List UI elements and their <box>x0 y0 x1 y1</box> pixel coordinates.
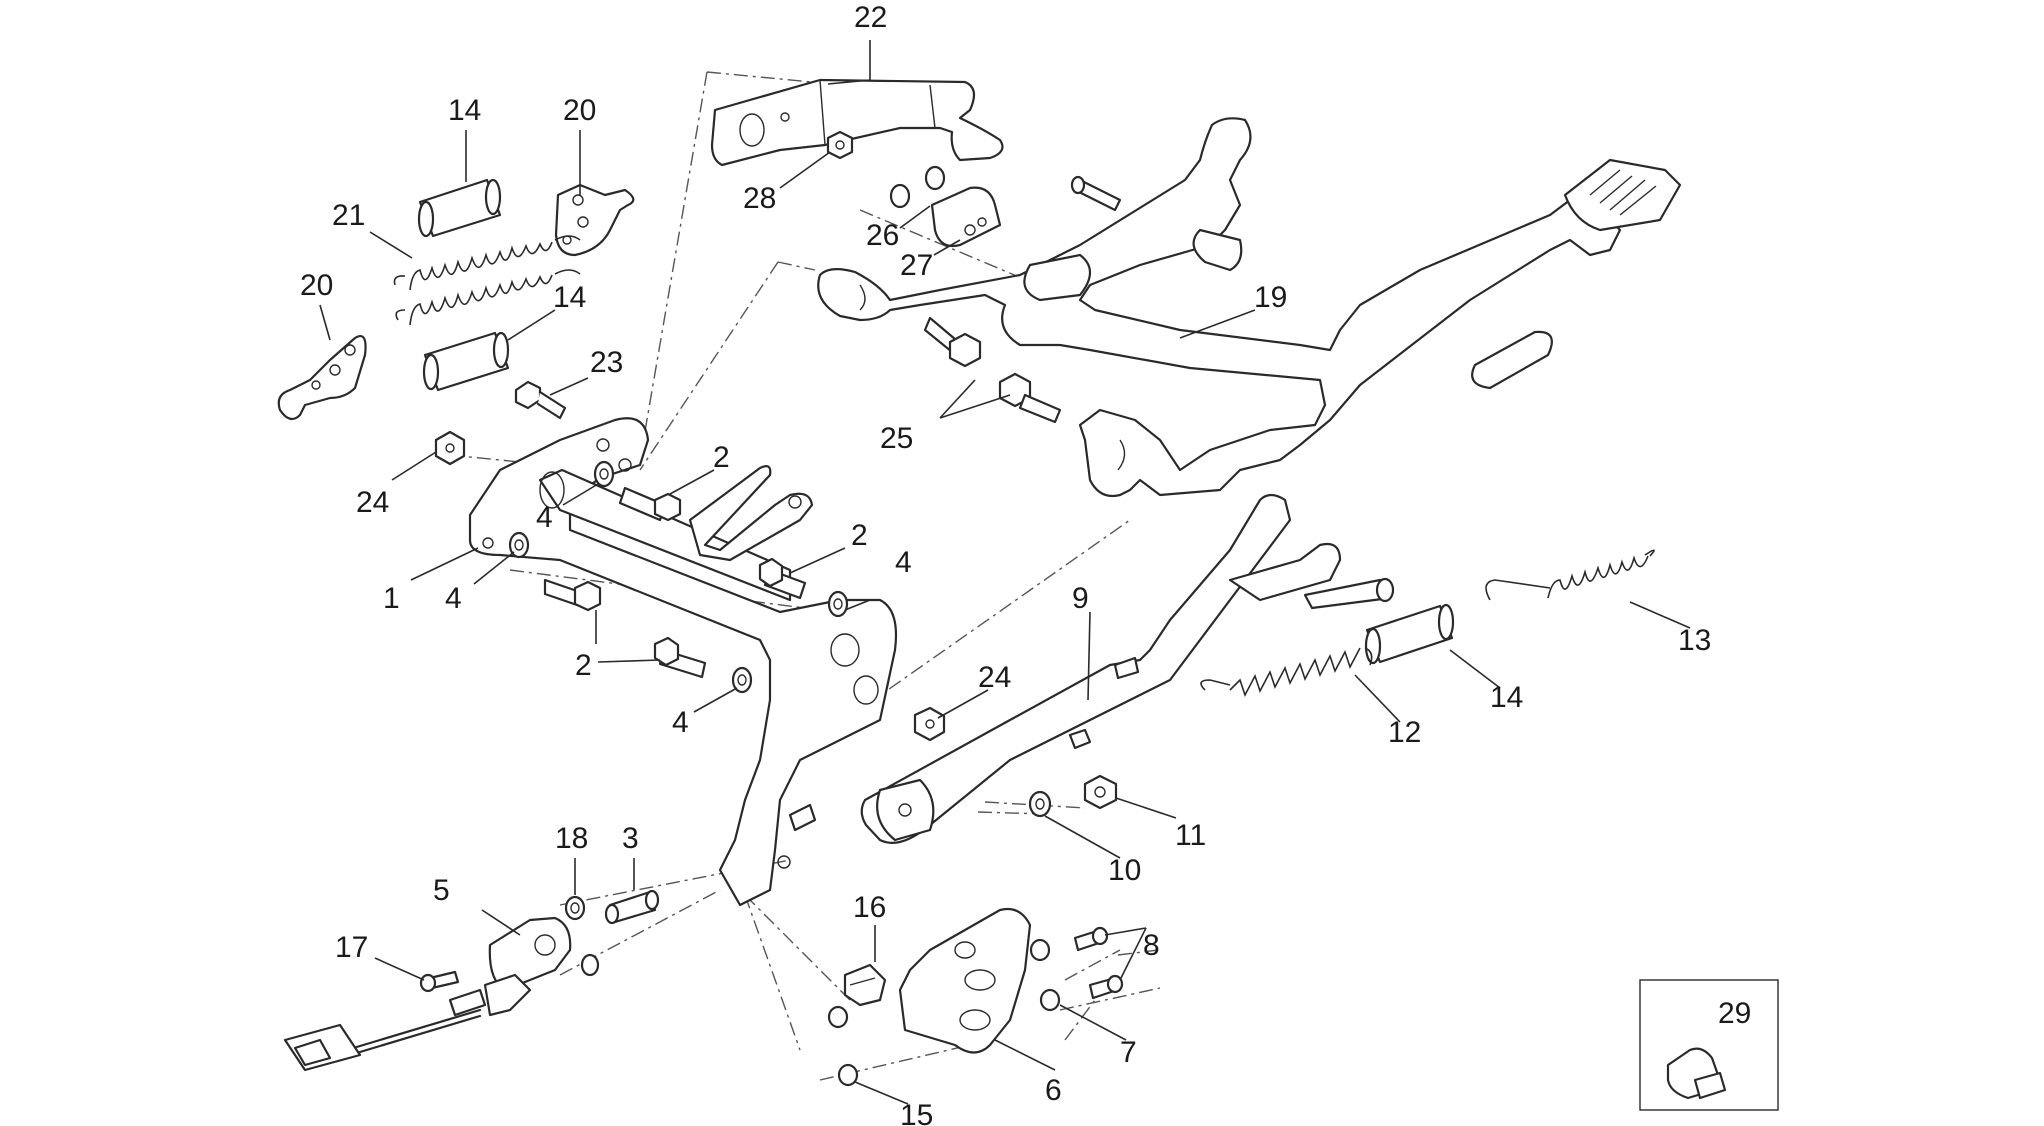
bolt-25-left <box>923 316 982 368</box>
callout-22: 22 <box>854 1 887 34</box>
bolt-2-lower-left <box>543 578 602 612</box>
cover-guard-6 <box>898 907 1032 1054</box>
center-stand-19 <box>817 117 1682 498</box>
spacer-sleeve-14-mid <box>422 331 510 392</box>
nut-24-right <box>913 706 946 742</box>
callout-12: 12 <box>1388 716 1421 749</box>
screw-17 <box>419 970 460 993</box>
bushing-block-27 <box>930 186 1002 248</box>
bracket-plate-22 <box>710 78 1004 167</box>
callout-9: 9 <box>1072 582 1089 615</box>
spring-13 <box>1485 549 1655 601</box>
pin-small <box>1070 175 1122 212</box>
callout-2-mid: 2 <box>851 519 868 552</box>
washer-15 <box>837 1063 859 1087</box>
callout-4-a: 4 <box>536 501 553 534</box>
inset-box-29 <box>1639 979 1779 1111</box>
washer-4-a <box>593 460 615 488</box>
callout-26: 26 <box>866 219 899 252</box>
callout-19: 19 <box>1254 281 1287 314</box>
washer-26 <box>889 165 946 209</box>
callout-2-lower: 2 <box>575 649 592 682</box>
washer-4-c <box>827 590 849 618</box>
nut-11 <box>1083 774 1118 810</box>
main-mounting-bracket-1 <box>468 417 898 907</box>
spring-plate-20-left <box>277 334 367 421</box>
callout-labels: 22 14 20 28 21 26 20 27 14 19 23 25 2 24… <box>300 1 1751 1126</box>
sidestand-switch-5 <box>483 916 572 1017</box>
callout-20-left: 20 <box>300 269 333 302</box>
callout-16: 16 <box>853 891 886 924</box>
callout-4-c: 4 <box>895 546 912 579</box>
callout-14-mid: 14 <box>553 281 586 314</box>
spring-pair-21 <box>393 235 581 326</box>
washer-18 <box>564 895 586 921</box>
spacer-sleeve-14-top <box>417 178 502 238</box>
spring-12 <box>1200 647 1373 698</box>
bolt-2-upper <box>618 486 682 522</box>
washer-4-b <box>508 531 530 559</box>
callout-21: 21 <box>332 199 365 232</box>
callout-4-d: 4 <box>672 706 689 739</box>
nut-28 <box>826 130 854 160</box>
callout-5: 5 <box>433 874 450 907</box>
cable-clip-16 <box>843 963 887 1007</box>
spring-plate-20-top <box>554 183 635 257</box>
switch-cable-connector <box>283 988 487 1072</box>
bolt-2-lower <box>653 636 707 679</box>
callout-10: 10 <box>1108 854 1141 887</box>
washer-4-d <box>731 666 753 694</box>
bolt-23 <box>514 380 567 420</box>
washer-10 <box>1028 790 1052 818</box>
callout-8: 8 <box>1143 929 1160 962</box>
callout-18: 18 <box>555 822 588 855</box>
screw-8-upper <box>1029 926 1109 962</box>
callout-3: 3 <box>622 822 639 855</box>
callout-25: 25 <box>880 422 913 455</box>
callout-17: 17 <box>335 931 368 964</box>
callout-7: 7 <box>1120 1036 1137 1069</box>
callout-2-upper: 2 <box>713 441 730 474</box>
bracket-small-2 <box>688 465 814 562</box>
callout-20-top: 20 <box>563 94 596 127</box>
callout-23: 23 <box>590 346 623 379</box>
callout-13: 13 <box>1678 624 1711 657</box>
callout-14-right: 14 <box>1490 681 1523 714</box>
pin-3 <box>604 889 660 925</box>
side-stand-9 <box>860 493 1395 844</box>
washer-mid-lower <box>827 1005 849 1029</box>
callout-11: 11 <box>1175 819 1206 852</box>
callout-14-top: 14 <box>448 94 481 127</box>
callout-29: 29 <box>1718 997 1751 1030</box>
callout-28: 28 <box>743 182 776 215</box>
leader-lines <box>319 40 1691 1105</box>
callout-24-left: 24 <box>356 486 389 519</box>
callout-24-right: 24 <box>978 661 1011 694</box>
screw-7-lower <box>1039 974 1124 1012</box>
callout-27: 27 <box>900 249 933 282</box>
spacer-sleeve-14-right <box>1364 603 1455 665</box>
callout-6: 6 <box>1045 1074 1062 1107</box>
callout-4-b: 4 <box>445 582 462 615</box>
nut-24-left <box>434 430 466 466</box>
callout-15: 15 <box>900 1099 933 1126</box>
bolt-25-right <box>998 372 1062 424</box>
washer-small-lower <box>580 953 600 977</box>
bolt-2-mid <box>758 557 807 600</box>
callout-1: 1 <box>383 582 400 615</box>
